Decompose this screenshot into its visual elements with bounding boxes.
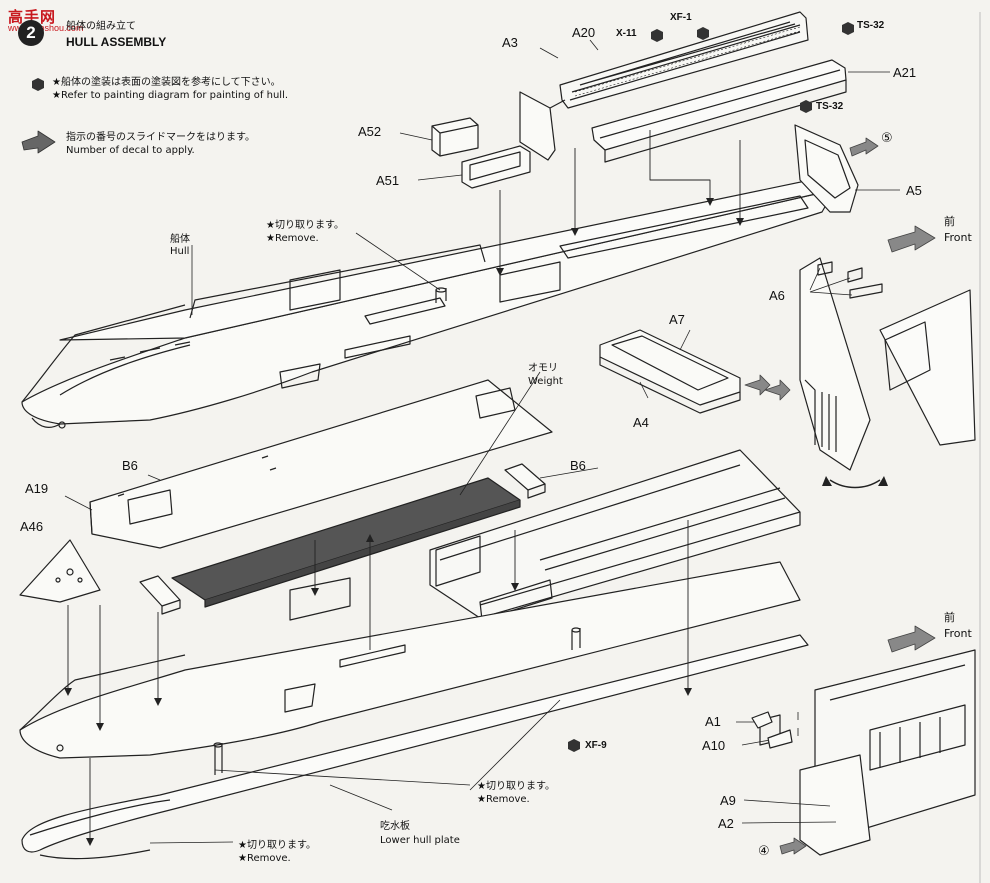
label-a2: A2 — [718, 816, 734, 831]
paint-ts32-top: TS-32 — [857, 20, 885, 31]
remove-note-1-en: ★Remove. — [266, 233, 319, 244]
paint-note-jp: ★船体の塗装は表面の塗装図を参考にして下さい。 — [52, 77, 281, 88]
label-a51: A51 — [376, 173, 400, 188]
hull-label-en: Hull — [170, 246, 190, 257]
label-b6-left: B6 — [122, 458, 138, 473]
label-a9: A9 — [720, 793, 736, 808]
paint-ts32-mid: TS-32 — [816, 101, 844, 112]
label-a46: A46 — [20, 519, 44, 534]
remove-note-1-jp: ★切り取ります。 — [266, 220, 344, 231]
label-b6-right: B6 — [570, 458, 586, 473]
front-label-2-en: Front — [944, 627, 972, 640]
label-a4: A4 — [633, 415, 649, 430]
paint-xf1: XF-1 — [670, 12, 692, 23]
weight-label-en: Weight — [528, 376, 563, 387]
part-a19-deck — [89, 379, 553, 549]
part-a21 — [591, 59, 847, 163]
label-a21: A21 — [893, 65, 917, 80]
label-a1: A1 — [705, 714, 721, 729]
step-number-badge: 2 — [18, 20, 44, 46]
step-title-jp: 船体の組み立て — [66, 21, 136, 32]
upper-hull-part — [21, 177, 827, 429]
decal-number-4: ④ — [758, 844, 770, 859]
label-a7: A7 — [669, 312, 685, 327]
paint-x11: X-11 — [616, 28, 637, 39]
remove-note-2-jp: ★切り取ります。 — [477, 781, 555, 792]
step-title-en: HULL ASSEMBLY — [66, 35, 167, 49]
front-label-1-jp: 前 — [944, 215, 955, 228]
lower-hull-plate-label-en: Lower hull plate — [380, 835, 460, 846]
watermark-logo: 高手网 — [8, 8, 57, 26]
decal-note-jp: 指示の番号のスライドマークをはります。 — [66, 132, 255, 143]
paint-note-en: ★Refer to painting diagram for painting … — [52, 90, 289, 101]
label-a20: A20 — [572, 25, 596, 40]
label-a6: A6 — [769, 288, 785, 303]
part-a3 — [519, 91, 566, 161]
label-a52: A52 — [358, 124, 382, 139]
weight-plate — [171, 477, 521, 608]
part-a7-a4 — [599, 329, 741, 414]
label-a19: A19 — [25, 481, 49, 496]
weight-label-jp: オモリ — [528, 363, 558, 374]
remove-note-3-jp: ★切り取ります。 — [238, 840, 316, 851]
remove-note-3-en: ★Remove. — [238, 853, 291, 864]
front-label-1-en: Front — [944, 231, 972, 244]
hull-label-jp: 船体 — [170, 234, 190, 245]
label-a5: A5 — [906, 183, 922, 198]
remove-note-2-en: ★Remove. — [477, 794, 530, 805]
lower-hull-plate — [21, 634, 809, 860]
lower-stern-assembly — [759, 649, 976, 856]
watermark-url: www.gaoshou.com — [8, 23, 84, 33]
part-a20 — [559, 11, 809, 109]
lower-hull-part — [19, 561, 801, 759]
part-a51 — [461, 145, 531, 189]
front-label-2-jp: 前 — [944, 611, 955, 624]
paint-xf9: XF-9 — [585, 740, 607, 751]
label-a3: A3 — [502, 35, 518, 50]
part-a6-stern — [799, 257, 976, 471]
part-a46 — [19, 539, 101, 603]
interior-frame — [429, 449, 801, 621]
part-a52 — [431, 117, 479, 157]
decal-note-en: Number of decal to apply. — [66, 145, 195, 156]
lower-hull-plate-label-jp: 吃水板 — [380, 821, 410, 832]
part-a5 — [794, 124, 859, 213]
part-b6-blocks — [139, 463, 546, 615]
label-a10: A10 — [702, 738, 726, 753]
decal-number-5: ⑤ — [881, 131, 893, 146]
